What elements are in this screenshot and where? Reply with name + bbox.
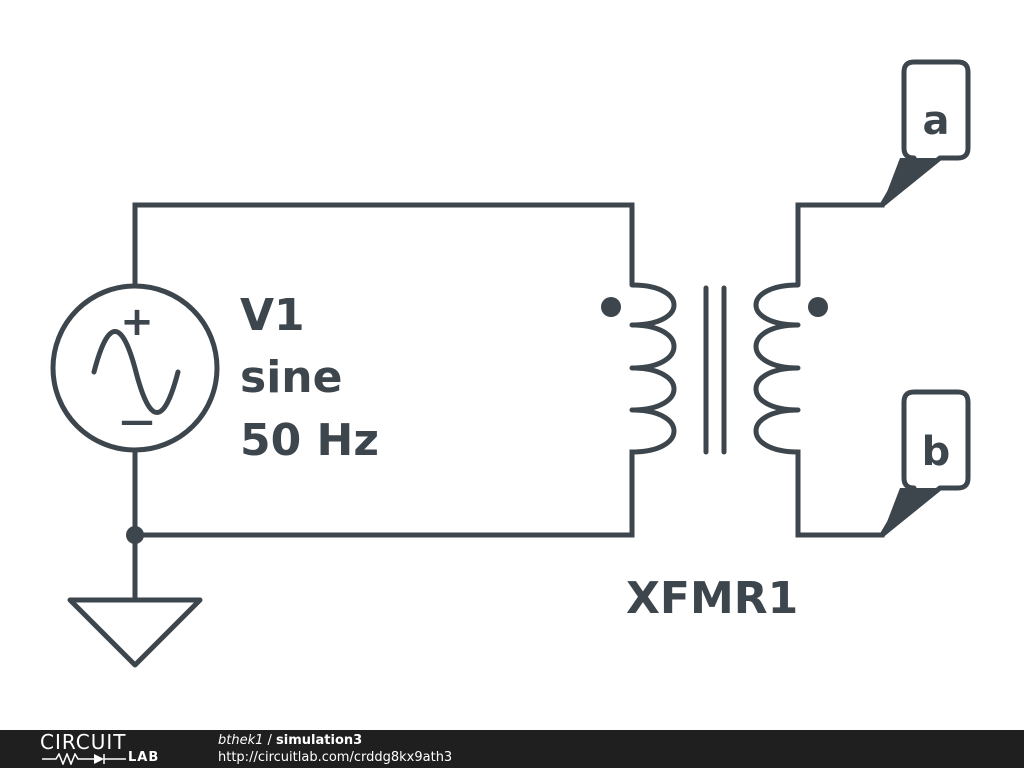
sine-wave-icon xyxy=(91,329,181,415)
transformer-name-label: XFMR1 xyxy=(626,573,798,624)
node-label-b-text: b xyxy=(922,429,951,475)
owner-separator: / xyxy=(263,733,277,748)
source-circle xyxy=(50,283,220,453)
source-minus-sign: — xyxy=(120,401,154,441)
node-label-a-text: a xyxy=(923,98,950,144)
primary-coil xyxy=(629,282,677,455)
node-label-b-pointer xyxy=(882,488,940,535)
circuit-title[interactable]: simulation3 xyxy=(276,733,363,748)
footer-bar: CIRCUIT LAB bthek1 / simulation3 http://… xyxy=(0,730,1024,768)
transformer-xfmr1[interactable] xyxy=(601,282,828,455)
logo-resistor-diode-icon xyxy=(42,753,126,765)
secondary-coil xyxy=(753,282,801,455)
circuit-schematic: + — V1 sine 50 Hz XFMR1 xyxy=(50,59,971,668)
source-name-label: V1 xyxy=(240,290,305,341)
wire-primary-top[interactable] xyxy=(132,202,635,288)
node-label-a[interactable]: a xyxy=(879,59,971,208)
ground-symbol[interactable] xyxy=(67,597,203,668)
wire-secondary-top[interactable] xyxy=(795,202,885,285)
voltage-source-v1[interactable]: + — xyxy=(50,283,220,453)
circuit-meta: bthek1 / simulation3 http://circuitlab.c… xyxy=(218,732,452,766)
circuit-owner-line: bthek1 / simulation3 xyxy=(218,732,452,749)
wire-secondary-bottom[interactable] xyxy=(795,449,885,538)
circuit-owner[interactable]: bthek1 xyxy=(218,733,264,748)
primary-polarity-dot xyxy=(601,297,621,317)
logo-text-lab: LAB xyxy=(128,750,160,765)
node-label-b[interactable]: b xyxy=(879,389,971,538)
source-frequency-label: 50 Hz xyxy=(240,415,379,466)
secondary-polarity-dot xyxy=(808,297,828,317)
circuitlab-logo[interactable]: CIRCUIT LAB xyxy=(40,732,180,766)
junction-node[interactable] xyxy=(126,526,144,544)
circuit-url[interactable]: http://circuitlab.com/crddg8kx9ath3 xyxy=(218,750,453,765)
node-label-a-pointer xyxy=(882,158,940,205)
wire-primary-bottom[interactable] xyxy=(132,447,635,538)
source-plus-sign: + xyxy=(120,299,154,345)
logo-text-circuit: CIRCUIT xyxy=(40,730,127,754)
source-type-label: sine xyxy=(240,352,342,403)
